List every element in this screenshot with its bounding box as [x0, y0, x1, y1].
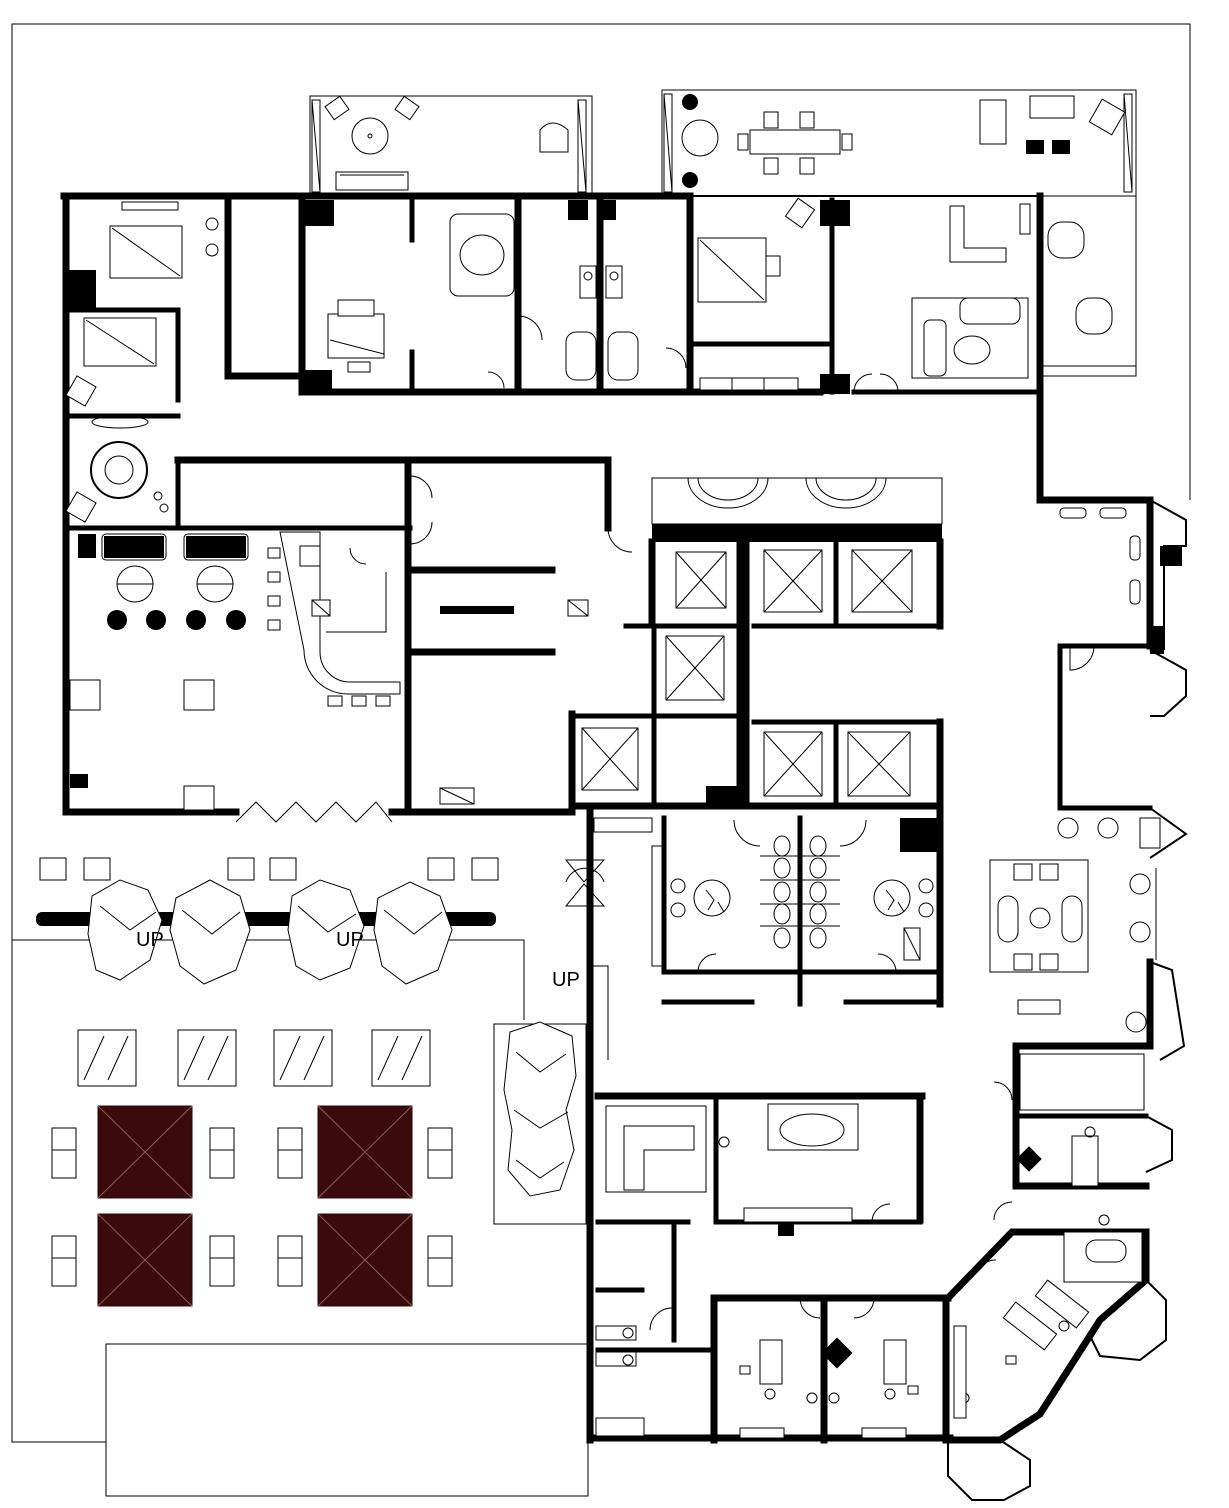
toilet-stalls: [733, 819, 867, 949]
north-suite-walls: [60, 192, 1044, 536]
north-terrace-left: [309, 95, 593, 195]
east-balcony: [1041, 195, 1137, 377]
suite-lounge: [853, 203, 1031, 393]
deck-planters-north: [36, 879, 496, 985]
sun-loungers: [51, 1127, 453, 1287]
bedroom-2: [697, 197, 851, 391]
stair-up-label-1: UP: [136, 929, 164, 951]
bedroom-1: [327, 213, 515, 389]
spa: [586, 958, 1186, 1501]
elevator-core: [568, 477, 944, 844]
back-of-house: [406, 475, 633, 805]
restrooms: [564, 802, 944, 1444]
bath-1: [517, 265, 687, 381]
stair-up-3: UP: [552, 969, 580, 991]
east-lobby: [989, 496, 1188, 1033]
stair-up-2: UP: [336, 929, 364, 951]
cabanas: [97, 1105, 413, 1307]
restaurant: [62, 456, 612, 823]
stair-up-1: UP: [136, 929, 164, 951]
west-wing: [63, 201, 413, 531]
pool-deck: UP UP UP: [11, 857, 609, 1497]
stair-up-label-3: UP: [552, 969, 580, 991]
planter-east: [503, 1021, 577, 1197]
north-terrace-right: [661, 89, 1137, 197]
stair-up-label-2: UP: [336, 929, 364, 951]
daybeds: [77, 1029, 431, 1087]
site-boundary: [11, 23, 1191, 940]
deck-chairs-north: [39, 857, 499, 881]
